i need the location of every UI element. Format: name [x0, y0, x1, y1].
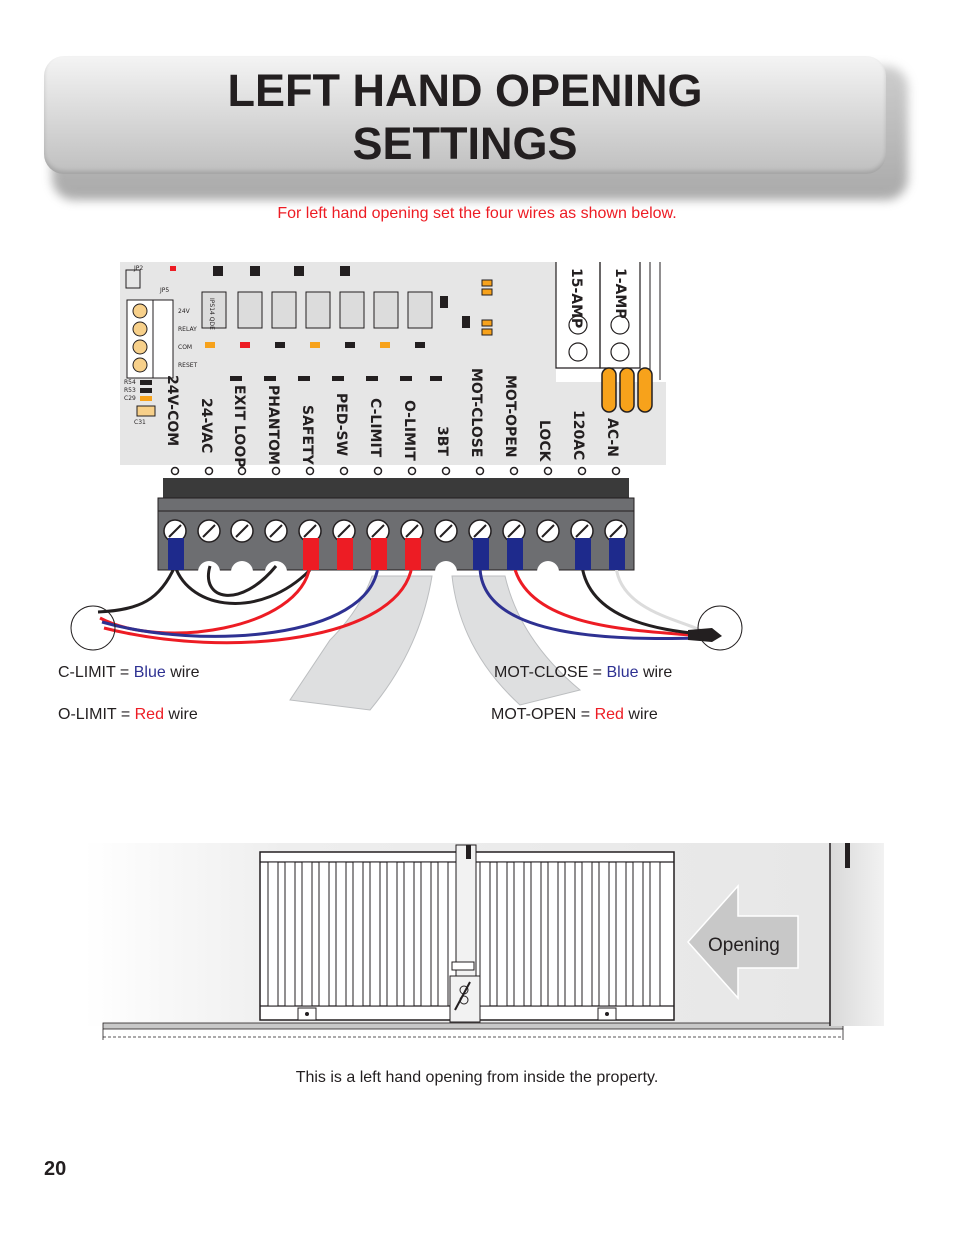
legend-o-limit-color: Red — [134, 706, 164, 723]
small-label-c29: C29 — [124, 395, 136, 402]
fuse-label-1amp: 1-AMP — [612, 268, 628, 319]
title-line-2: SETTINGS — [352, 118, 578, 169]
cable-entry-right — [697, 605, 743, 651]
title-line-1: LEFT HAND OPENING — [227, 65, 703, 116]
terminal-label-c-limit: C-LIMIT — [367, 398, 383, 458]
opening-arrow — [686, 884, 799, 1000]
terminal-label-phantom: PHANTOM — [265, 385, 281, 465]
terminal-labels: 24V-COM 24-VAC EXIT LOOP PHANTOM SAFETY … — [164, 368, 620, 467]
legend-c-limit-color: Blue — [133, 664, 166, 681]
gate-operator — [449, 975, 481, 1023]
terminal-label-mot-open: MOT-OPEN — [502, 375, 518, 458]
opening-label: Opening — [708, 935, 780, 956]
legend-mot-close: MOT-CLOSE = Blue wire — [494, 664, 672, 682]
jumper-block — [125, 266, 176, 417]
side-label-reset: RESET — [178, 362, 198, 369]
legend-mot-open-color: Red — [594, 706, 624, 723]
terminal-label-24v-com: 24V-COM — [164, 375, 180, 446]
legend-mot-close-suffix: wire — [638, 664, 673, 681]
relay-chips — [201, 266, 493, 381]
legend-c-limit-prefix: C-LIMIT = — [58, 664, 134, 681]
small-label-r54: R54 — [124, 379, 136, 386]
side-label-relay: RELAY — [178, 326, 197, 333]
terminal-label-ped-sw: PED-SW — [333, 393, 349, 456]
terminal-label-3bt: 3BT — [434, 426, 450, 456]
small-label-jp5: JP5 — [159, 287, 169, 294]
side-label-24v: 24V — [178, 308, 191, 315]
legend-mot-open-prefix: MOT-OPEN = — [491, 706, 595, 723]
receiving-post — [830, 843, 884, 1026]
small-label-c31: C31 — [134, 419, 146, 426]
cable-entry-left — [70, 605, 116, 651]
small-label-r53: R53 — [124, 387, 136, 394]
legend-mot-open-suffix: wire — [623, 706, 658, 723]
legend-o-limit: O-LIMIT = Red wire — [58, 706, 198, 724]
legend-o-limit-suffix: wire — [163, 706, 198, 723]
terminal-label-safety: SAFETY — [299, 405, 315, 466]
terminal-label-exit-loop: EXIT LOOP — [231, 385, 247, 467]
wiring-diagram: 15-AMP 1-AMP 24V RELAY COM RESET R54 R53… — [70, 262, 743, 711]
terminal-label-mot-close: MOT-CLOSE — [468, 368, 484, 457]
legend-mot-close-prefix: MOT-CLOSE = — [494, 664, 607, 681]
chip-label: IPS14 QDE — [208, 298, 215, 330]
page-number: 20 — [44, 1158, 67, 1180]
terminal-label-o-limit: O-LIMIT — [401, 400, 417, 461]
caption: This is a left hand opening from inside … — [295, 1069, 659, 1086]
legend-c-limit-suffix: wire — [165, 664, 200, 681]
side-label-com: COM — [178, 344, 192, 351]
terminal-label-24-vac: 24-VAC — [198, 398, 214, 453]
wire-connectors — [168, 538, 625, 570]
fuse-label-15amp: 15-AMP — [568, 268, 584, 328]
terminal-label-120ac: 120AC — [570, 410, 586, 460]
legend-c-limit: C-LIMIT = Blue wire — [58, 664, 200, 682]
terminal-label-lock: LOCK — [536, 420, 552, 463]
ground-track — [102, 1022, 844, 1030]
legend-mot-open: MOT-OPEN = Red wire — [491, 706, 658, 724]
gate-pickets — [267, 861, 661, 1007]
terminal-block-top — [163, 478, 629, 498]
title-banner — [44, 56, 886, 174]
legend-o-limit-prefix: O-LIMIT = — [58, 706, 135, 723]
small-label-jp2: JP2 — [133, 265, 143, 272]
intro-text: For left hand opening set the four wires… — [277, 205, 677, 222]
legend-mot-close-color: Blue — [606, 664, 639, 681]
terminal-label-ac-n: AC-N — [604, 418, 620, 457]
